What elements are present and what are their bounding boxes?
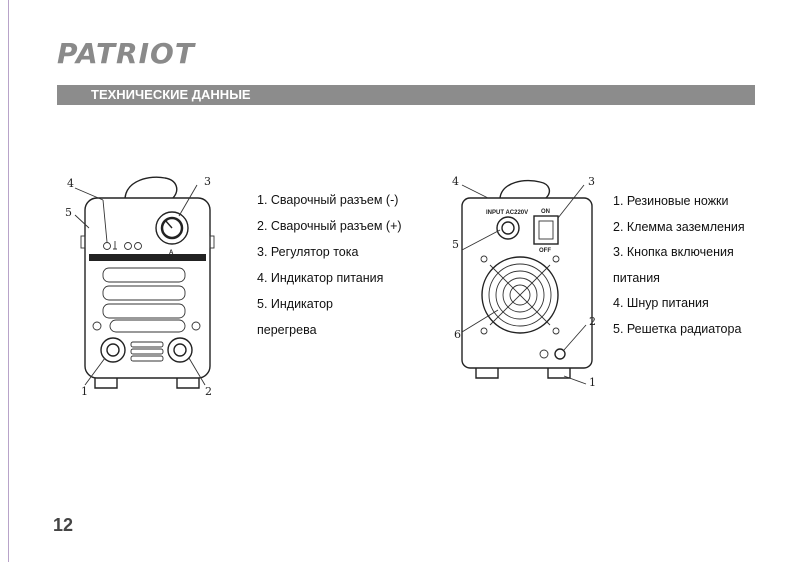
legend-item: 5. Индикатор [257, 297, 333, 311]
rear-callout-5: 5 [452, 238, 459, 251]
page-edge-line [8, 0, 9, 562]
section-header-bar: ТЕХНИЧЕСКИЕ ДАННЫЕ [57, 85, 755, 105]
page-number: 12 [53, 515, 74, 535]
legend-item: 4. Шнур питания [613, 296, 709, 310]
socket-minus [100, 337, 126, 363]
rear-callout-2: 2 [589, 315, 596, 328]
legend-item: 2. Клемма заземления [613, 219, 745, 234]
power-cord-gland [496, 216, 520, 240]
ground-terminal [554, 348, 566, 360]
front-body [84, 197, 211, 379]
front-callout-5: 5 [65, 206, 72, 219]
rear-callout-6: 6 [454, 328, 461, 341]
power-switch [533, 215, 559, 245]
legend-item: 4. Индикатор питания [257, 271, 384, 285]
front-panel-diagram: A 4 5 3 1 2 [65, 175, 215, 398]
knob-unit-label: A [169, 250, 174, 256]
rear-body [461, 197, 593, 369]
rear-callout-3: 3 [588, 175, 595, 188]
legend-item: 1. Резиновые ножки [613, 194, 729, 208]
rear-panel-diagram: INPUT AC220V ON OFF 4 5 6 3 2 1 [452, 175, 596, 389]
front-callout-3: 3 [204, 175, 211, 188]
front-callout-2: 2 [205, 385, 212, 398]
legend-item: 3. Кнопка включения [613, 245, 734, 259]
switch-on-label: ON [541, 209, 550, 215]
legend-item: питания [613, 270, 660, 285]
legend-item: 1. Сварочный разъем (-) [257, 193, 399, 207]
legend-item: 3. Регулятор тока [257, 245, 359, 259]
rear-panel-legend: 1. Резиновые ножки 2. Клемма заземления … [613, 189, 763, 342]
front-callout-4: 4 [67, 177, 74, 190]
legend-item: 2. Сварочный разъем (+) [257, 219, 402, 233]
front-panel-legend: 1. Сварочный разъем (-) 2. Сварочный раз… [257, 187, 427, 343]
rear-handle [499, 179, 551, 199]
rear-callout-1: 1 [589, 376, 596, 389]
thermometer-icon [113, 241, 117, 250]
radiator-grille [481, 256, 559, 334]
brand-logo: PATRIOT [57, 37, 195, 70]
front-handle [124, 176, 178, 199]
section-title: ТЕХНИЧЕСКИЕ ДАННЫЕ [91, 87, 251, 102]
front-panel-band [89, 254, 206, 261]
switch-off-label: OFF [539, 248, 551, 254]
rear-callout-4: 4 [452, 175, 459, 188]
legend-item: 5. Решетка радиатора [613, 321, 742, 336]
ground-symbol-icon [539, 349, 549, 359]
current-regulator-knob [155, 211, 189, 245]
legend-item: перегрева [257, 323, 317, 337]
socket-plus [167, 337, 193, 363]
power-indicator-light [103, 242, 111, 250]
front-callout-1: 1 [81, 385, 88, 398]
input-label: INPUT AC220V [486, 210, 528, 216]
overheat-indicator-light [124, 242, 132, 250]
